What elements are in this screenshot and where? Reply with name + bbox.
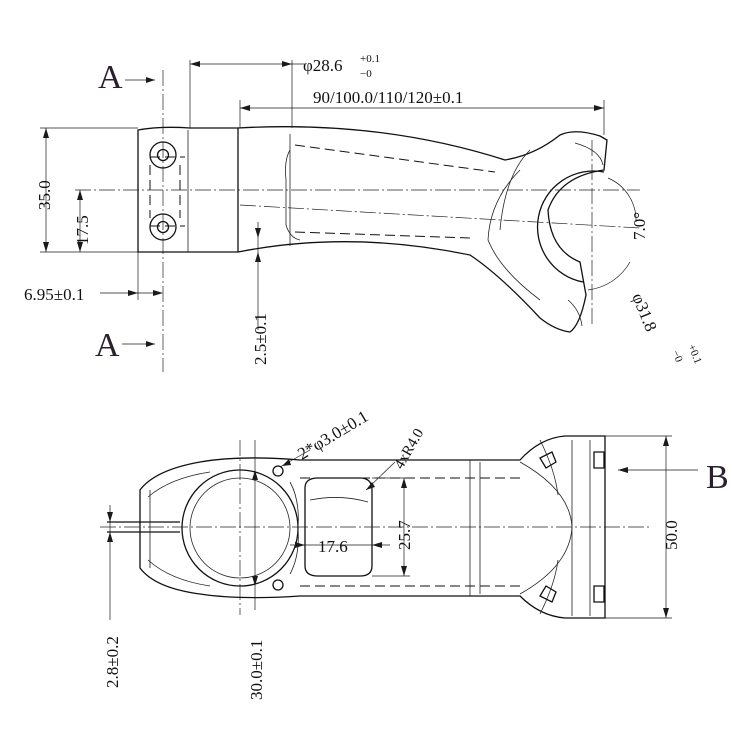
dim-bar-diameter: φ31.8 <box>628 290 660 334</box>
section-label-a-top: A <box>98 59 123 96</box>
dim-window-height: 25.7 <box>395 520 414 550</box>
stem-tube-body <box>237 126 608 333</box>
handlebar-clamp-arc <box>536 170 605 283</box>
dim-bore: 30.0±0.1 <box>247 640 266 700</box>
section-label-b: B <box>706 459 729 496</box>
dim-clamp-tol-upper: +0.1 <box>360 53 380 65</box>
dim-width: 50.0 <box>662 520 681 550</box>
bolt-hole-bottom <box>272 579 284 591</box>
dim-bar-tol-lower: −0 <box>669 349 685 365</box>
dim-clamp-diameter: φ28.6 <box>303 56 343 75</box>
dim-slot: 2.8±0.2 <box>103 636 122 688</box>
bolt-hole-top <box>272 465 284 477</box>
dim-radius: 4xR4.0 <box>392 426 428 472</box>
side-view: A A <box>24 53 704 372</box>
dim-offset: 6.95±0.1 <box>24 285 84 304</box>
dim-window-width: 17.6 <box>318 537 348 556</box>
dim-clamp-tol-lower: −0 <box>360 68 372 80</box>
dim-hole: 2*φ3.0±0.1 <box>294 407 371 464</box>
dim-height-total: 35.0 <box>35 180 54 210</box>
steerer-clamp-body <box>137 126 239 253</box>
bolt-hole-lower <box>149 213 177 241</box>
dim-angle: 7.0° <box>630 212 649 240</box>
bolt-hole-upper <box>149 141 177 169</box>
lightening-window <box>304 477 373 577</box>
section-label-a-bottom: A <box>95 327 120 364</box>
dim-bar-tol-upper: +0.1 <box>685 343 704 366</box>
dim-height-half: 17.5 <box>73 215 92 245</box>
dim-length: 90/100.0/110/120±0.1 <box>313 88 463 107</box>
dim-wall: 2.5±0.1 <box>251 313 270 365</box>
top-view: B <box>100 407 729 700</box>
